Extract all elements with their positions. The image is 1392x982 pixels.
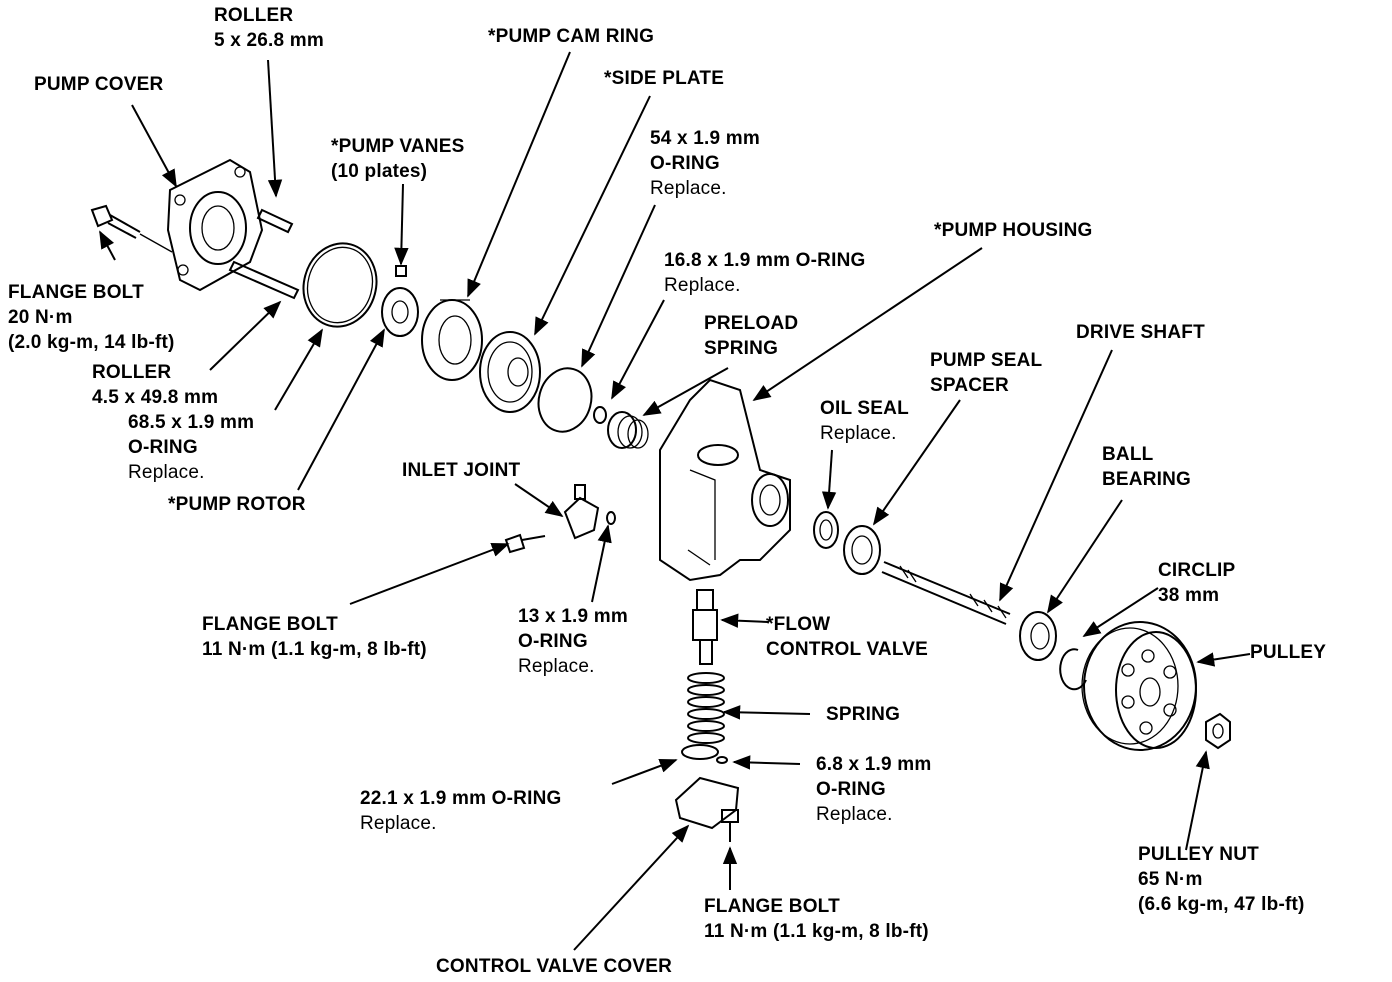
control-valve-cover-label: CONTROL VALVE COVER	[436, 956, 673, 977]
oring-13-label: 13 x 1.9 mm O-RING Replace.	[518, 606, 628, 677]
roller-short-part	[256, 208, 294, 234]
flange-bolt-bottom-label: FLANGE BOLT 11 N·m (1.1 kg-m, 8 lb-ft)	[704, 896, 929, 942]
flange-bolt-left-part	[90, 204, 173, 253]
oil-seal-part	[813, 511, 839, 549]
oring-68-label: 6.8 x 1.9 mm O-RING Replace.	[816, 754, 932, 825]
pump-seal-spacer-part	[843, 525, 881, 575]
inlet-joint-part	[563, 484, 616, 540]
oil-seal-label: OIL SEAL Replace.	[820, 398, 909, 444]
pulley-nut-part	[1205, 712, 1231, 750]
flange-bolt-left-label: FLANGE BOLT 20 N·m (2.0 kg-m, 14 lb-ft)	[8, 282, 175, 353]
spring-label: SPRING	[826, 704, 901, 725]
oring-221-part	[681, 744, 719, 760]
pump-rotor-label: *PUMP ROTOR	[168, 494, 306, 515]
circlip-part	[1059, 648, 1087, 691]
drive-shaft-label: DRIVE SHAFT	[1076, 322, 1205, 343]
pulley-nut-label: PULLEY NUT 65 N·m (6.6 kg-m, 47 lb-ft)	[1138, 844, 1305, 915]
pump-vanes-label: *PUMP VANES (10 plates)	[331, 136, 465, 182]
pump-rotor-part	[381, 265, 419, 337]
flow-control-valve-label: *FLOW CONTROL VALVE	[766, 614, 928, 660]
oring-54-label: 54 x 1.9 mm O-RING Replace.	[650, 128, 760, 199]
pulley-part	[1081, 621, 1197, 751]
roller-short-label: ROLLER 5 x 26.8 mm	[214, 5, 324, 51]
pump-cam-ring-label: *PUMP CAM RING	[488, 26, 655, 47]
drive-shaft-part	[881, 561, 1011, 625]
control-valve-cover-part	[674, 776, 740, 830]
oring-685-label: 68.5 x 1.9 mm O-RING Replace.	[128, 412, 255, 483]
flange-bolt-bottom-part	[721, 809, 739, 842]
oring-68-part	[716, 756, 728, 764]
pump-housing-label: *PUMP HOUSING	[934, 220, 1093, 241]
pump-cover-part	[166, 158, 264, 292]
oring-685-part	[302, 242, 378, 328]
circlip-label: CIRCLIP 38 mm	[1158, 560, 1236, 606]
ball-bearing-part	[1019, 611, 1057, 661]
preload-spring-label: PRELOAD SPRING	[704, 313, 799, 359]
oring-221-label: 22.1 x 1.9 mm O-RING Replace.	[360, 788, 562, 834]
side-plate-part	[479, 331, 541, 413]
flange-bolt-mid-part	[504, 533, 546, 554]
roller-long-label: ROLLER 4.5 x 49.8 mm	[92, 362, 219, 408]
preload-spring-part	[593, 406, 649, 449]
pump-housing-part	[659, 378, 791, 582]
spring-part	[687, 672, 725, 744]
pump-cam-ring-part	[421, 299, 483, 381]
leader-lines	[99, 51, 1251, 951]
roller-long-part	[228, 260, 300, 300]
pump-seal-spacer-label: PUMP SEAL SPACER	[930, 350, 1043, 396]
pulley-label: PULLEY	[1250, 642, 1327, 663]
pump-cover-label: PUMP COVER	[34, 74, 164, 95]
oring-54-part	[537, 367, 593, 433]
side-plate-label: *SIDE PLATE	[604, 68, 725, 89]
ball-bearing-label: BALL BEARING	[1102, 444, 1192, 490]
flange-bolt-mid-label: FLANGE BOLT 11 N·m (1.1 kg-m, 8 lb-ft)	[202, 614, 427, 660]
flow-control-valve-part	[692, 589, 718, 665]
inlet-joint-label: INLET JOINT	[402, 460, 521, 481]
oring-168-label: 16.8 x 1.9 mm O-RING Replace.	[664, 250, 866, 296]
